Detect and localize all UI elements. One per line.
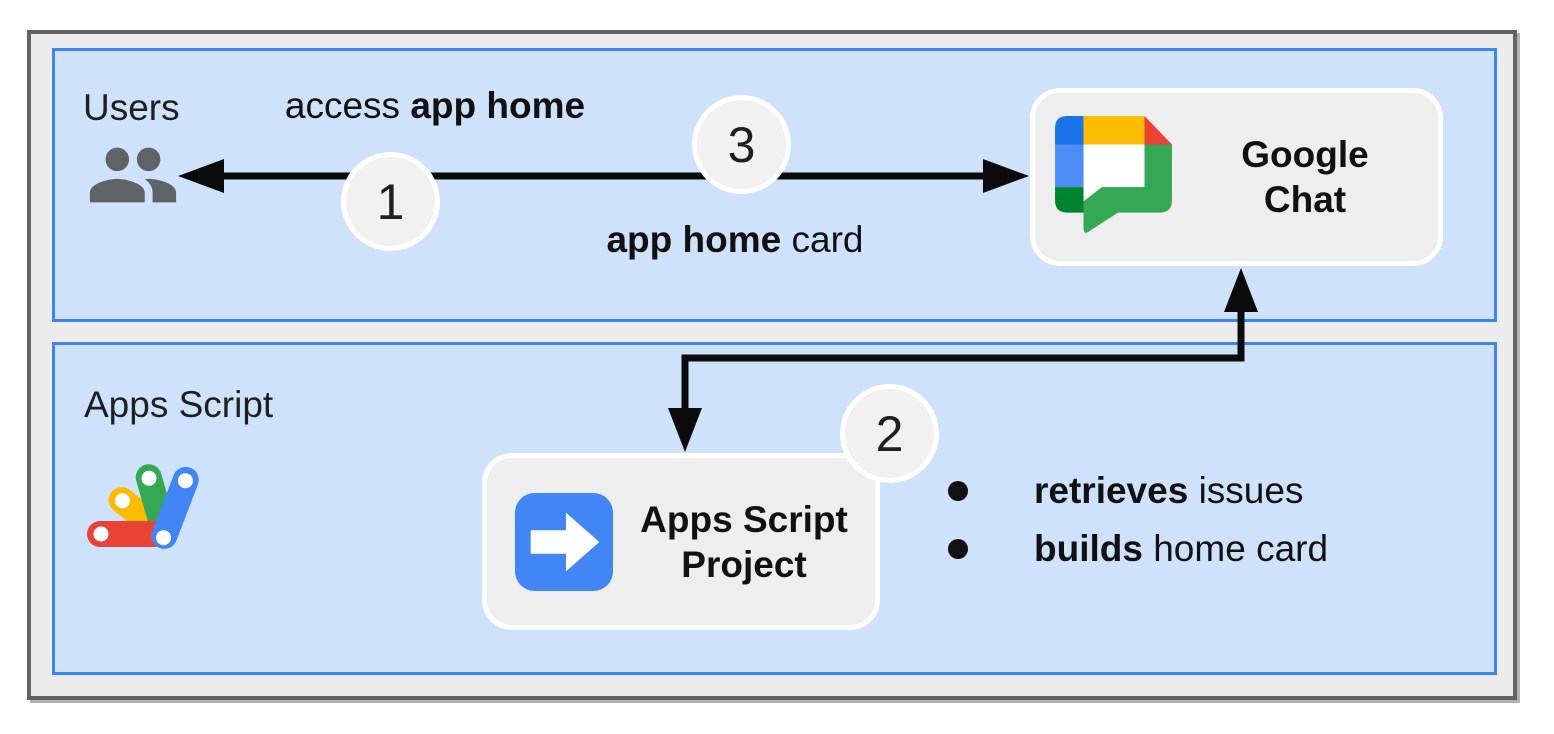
apps-script-logo-blue-bar: [151, 466, 199, 549]
bullet-icon: [948, 481, 968, 501]
apps-script-project-title: Apps Script Project: [613, 497, 875, 587]
label-access-app-home: access app home: [240, 84, 630, 128]
label-card-normal: card: [781, 219, 864, 260]
project-title-line1: Apps Script: [640, 498, 848, 540]
apps-script-project-node: Apps Script Project: [482, 453, 880, 630]
step-circle-2: 2: [840, 384, 939, 483]
bullet-builds-home-card: builds home card: [1034, 528, 1329, 569]
list-item: builds home card: [948, 520, 1328, 578]
bullet-retrieves-issues: retrieves issues: [1034, 470, 1304, 511]
users-band-label: Users: [83, 87, 180, 128]
google-chat-node: Google Chat: [1030, 88, 1443, 266]
list-item: retrieves issues: [948, 462, 1328, 520]
label-card-bold: app home: [606, 219, 782, 260]
google-chat-title-line1: Google: [1241, 134, 1369, 175]
apps-script-logo: [87, 464, 199, 549]
label-access-normal: access: [284, 85, 411, 126]
users-icon: [89, 147, 177, 203]
arrow-right-icon: [515, 492, 613, 591]
apps-script-band-label: Apps Script: [84, 384, 274, 425]
google-chat-logo: [1055, 116, 1172, 233]
google-chat-title-line2: Chat: [1263, 179, 1347, 220]
label-access-bold: app home: [410, 85, 586, 126]
project-title-line2: Project: [681, 543, 807, 585]
bullet-icon: [948, 539, 968, 559]
project-actions-list: retrieves issues builds home card: [948, 462, 1328, 578]
label-app-home-card: app home card: [555, 218, 915, 262]
google-chat-title: Google Chat: [1172, 132, 1438, 222]
step-circle-1: 1: [341, 152, 440, 251]
step-circle-3: 3: [692, 95, 791, 194]
